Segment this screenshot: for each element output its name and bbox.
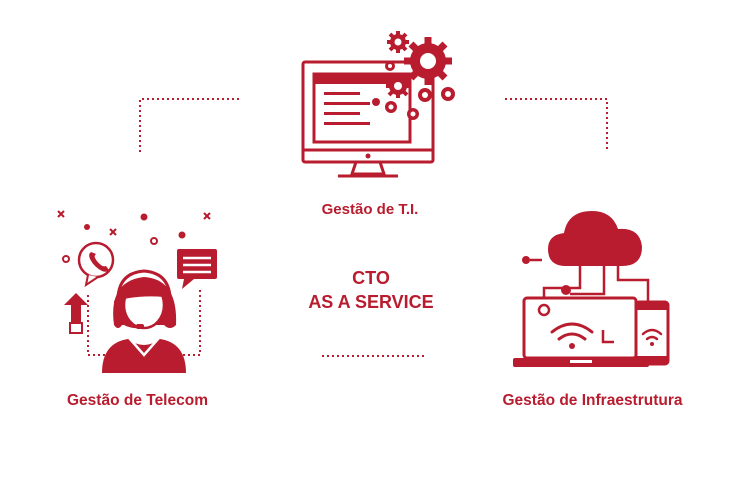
center-title-line2: AS A SERVICE bbox=[308, 292, 434, 312]
label-gestao-infraestrutura: Gestão de Infraestrutura bbox=[502, 392, 683, 409]
connector-left bbox=[139, 98, 242, 152]
center-title: CTO AS A SERVICE bbox=[262, 266, 480, 314]
label-gestao-ti: Gestão de T.I. bbox=[321, 201, 419, 218]
cloud-devices-icon bbox=[513, 211, 670, 367]
connector-right bbox=[505, 98, 608, 152]
center-title-line1: CTO bbox=[352, 268, 390, 288]
monitor-gears-icon bbox=[301, 31, 455, 178]
label-gestao-telecom: Gestão de Telecom bbox=[67, 392, 208, 409]
call-center-agent-icon bbox=[57, 210, 217, 373]
